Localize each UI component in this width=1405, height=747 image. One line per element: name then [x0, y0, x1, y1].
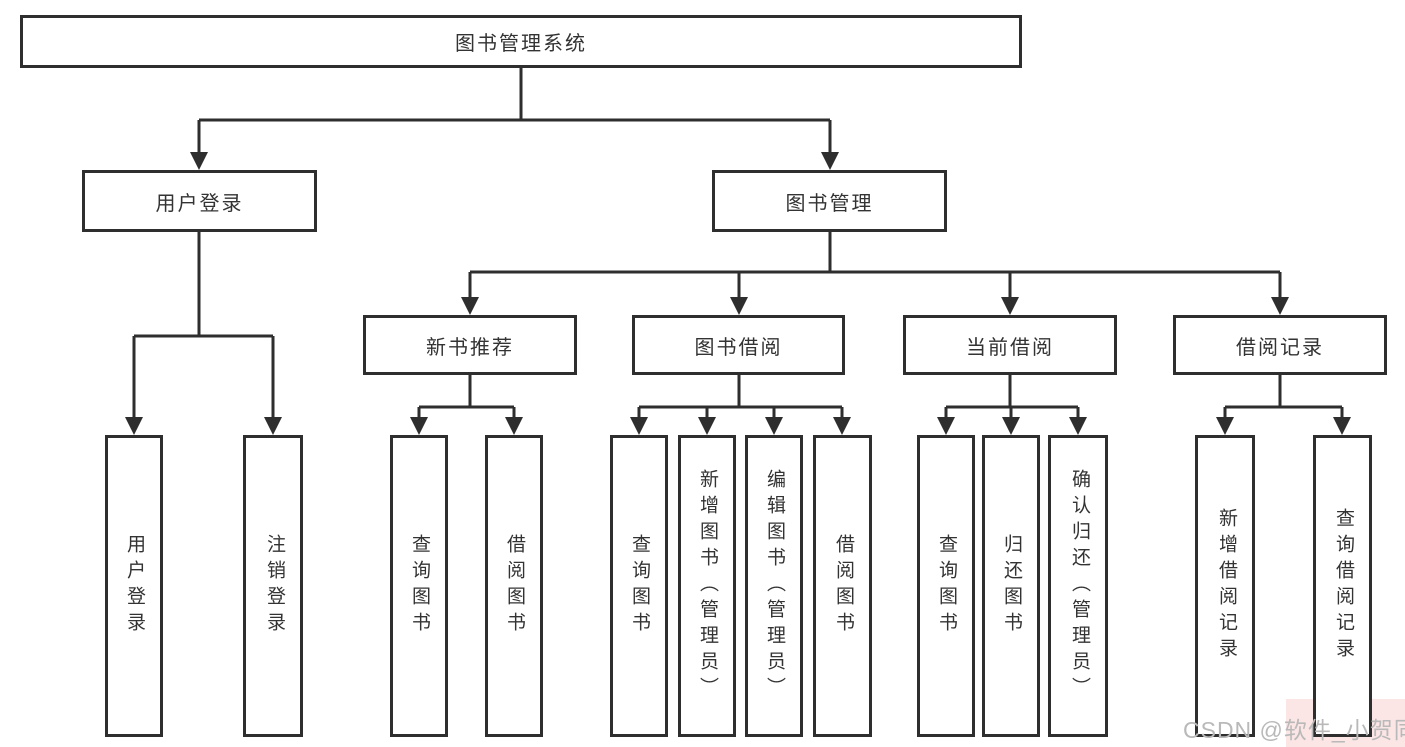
node-book-borrow: 图书借阅 — [632, 315, 845, 375]
leaf-current-search-books: 查询图书 — [917, 435, 975, 737]
leaf-newbooks-borrow-books: 借阅图书 — [485, 435, 543, 737]
node-book-management: 图书管理 — [712, 170, 947, 232]
leaf-logout: 注销登录 — [243, 435, 303, 737]
leaf-current-return-books: 归还图书 — [982, 435, 1040, 737]
leaf-newbooks-search-books: 查询图书 — [390, 435, 448, 737]
leaf-borrow-borrow-books: 借阅图书 — [813, 435, 872, 737]
node-borrow-records: 借阅记录 — [1173, 315, 1387, 375]
node-new-book-recommend: 新书推荐 — [363, 315, 577, 375]
leaf-records-add-record: 新增借阅记录 — [1195, 435, 1255, 737]
node-library-system: 图书管理系统 — [20, 15, 1022, 68]
leaf-borrow-edit-books-admin: 编辑图书（管理员） — [745, 435, 803, 737]
watermark-text: CSDN @软件_小贺同学 — [1183, 717, 1405, 743]
node-user-login: 用户登录 — [82, 170, 317, 232]
node-current-borrow: 当前借阅 — [903, 315, 1117, 375]
leaf-records-search-record: 查询借阅记录 — [1313, 435, 1372, 737]
arrowheads — [125, 152, 1351, 435]
leaf-borrow-search-books: 查询图书 — [610, 435, 668, 737]
leaf-current-confirm-return-admin: 确认归还（管理员） — [1048, 435, 1108, 737]
leaf-user-login: 用户登录 — [105, 435, 163, 737]
leaf-borrow-add-books-admin: 新增图书（管理员） — [678, 435, 736, 737]
